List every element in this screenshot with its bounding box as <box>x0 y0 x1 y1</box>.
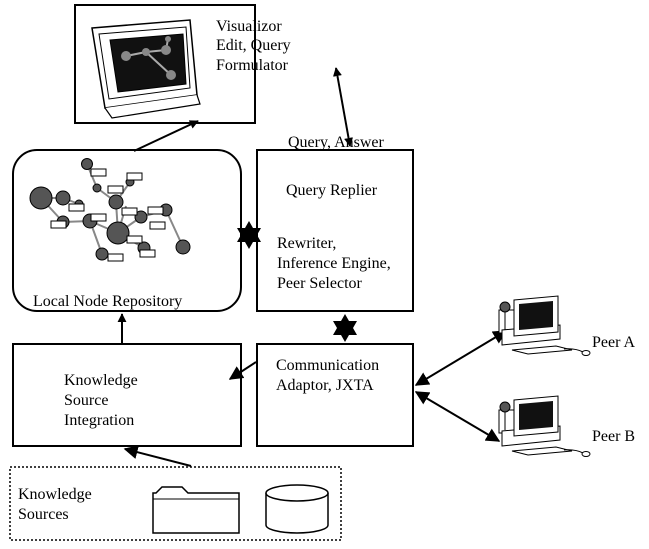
visualizer-line-3: Formulator <box>216 57 288 74</box>
query-replier-title: Query Replier <box>286 182 378 199</box>
monitor-icon <box>91 19 201 119</box>
communication-adaptor-line-1: Communication <box>276 357 380 374</box>
folder-icon <box>152 486 240 534</box>
repository-graph-labels <box>50 168 166 262</box>
query-replier-line-3: Peer Selector <box>277 275 362 292</box>
peer-a-computer-icon <box>498 295 591 356</box>
peer-b-computer-icon <box>498 395 591 457</box>
query-replier-line-1: Rewriter, <box>277 235 337 252</box>
communication-adaptor-line-2: Adaptor, JXTA <box>276 377 374 394</box>
visualizer-line-1: Visualizor <box>216 18 282 35</box>
integration-line-3: Integration <box>64 412 135 429</box>
query-replier-line-2: Inference Engine, <box>277 255 391 272</box>
visualizer-line-2: Edit, Query <box>216 37 291 54</box>
arrow-adaptor-to-integration <box>228 361 257 380</box>
knowledge-sources-line-1: Knowledge <box>18 486 92 503</box>
peer-b-label: Peer B <box>592 428 636 445</box>
arrow-adaptor-peer-a <box>414 330 508 386</box>
arrow-adaptor-peer-b <box>414 391 501 442</box>
knowledge-source-integration-box <box>12 343 242 447</box>
local-node-repository-label: Local Node Repository <box>33 293 183 310</box>
arrow-query-answer <box>333 67 353 147</box>
knowledge-sources-line-2: Sources <box>18 506 69 523</box>
integration-line-1: Knowledge <box>64 372 138 389</box>
repository-graph-nodes <box>29 158 191 261</box>
database-icon <box>265 484 329 534</box>
star-connector-repository-replier <box>237 221 261 249</box>
peer-a-label: Peer A <box>592 334 636 351</box>
integration-line-2: Source <box>64 392 109 409</box>
arrow-repository-to-visualizer <box>133 120 199 152</box>
star-connector-replier-adaptor <box>333 314 357 342</box>
query-answer-label: Query, Answer <box>288 134 384 151</box>
query-replier-box <box>256 149 414 312</box>
communication-adaptor-box <box>256 343 414 447</box>
arrow-sources-to-integration <box>123 445 192 467</box>
